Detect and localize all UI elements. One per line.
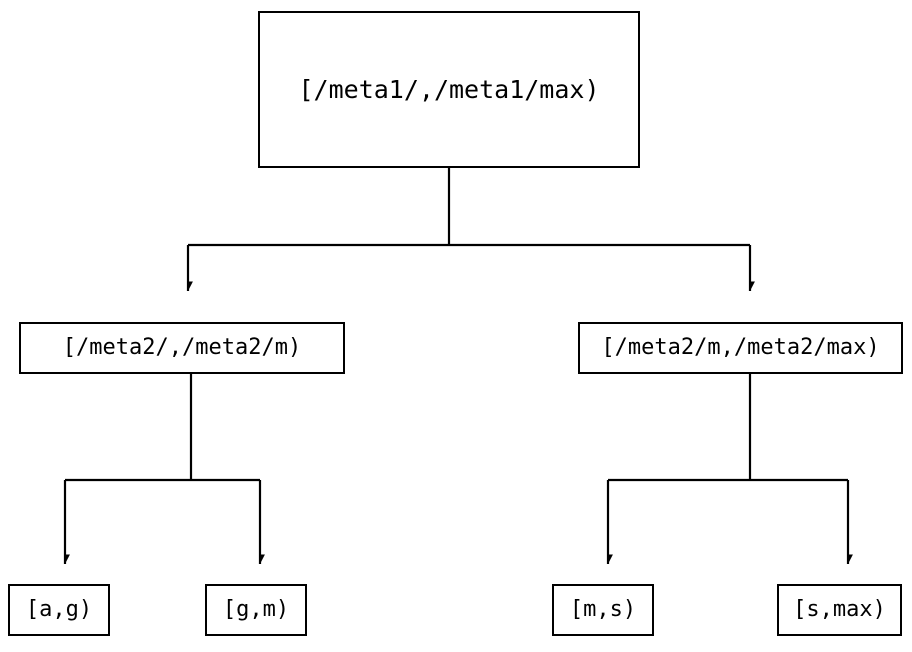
node-leaf-3-label: [m,s) <box>569 597 637 622</box>
node-leaf-1-label: [a,g) <box>25 597 93 622</box>
node-root[interactable]: [/meta1/,/meta1/max) <box>258 11 640 168</box>
node-mid-left[interactable]: [/meta2/,/meta2/m) <box>19 322 345 374</box>
node-leaf-3[interactable]: [m,s) <box>552 584 654 636</box>
node-leaf-2-label: [g,m) <box>222 597 290 622</box>
node-leaf-2[interactable]: [g,m) <box>205 584 307 636</box>
node-leaf-4[interactable]: [s,max) <box>777 584 902 636</box>
node-leaf-1[interactable]: [a,g) <box>8 584 110 636</box>
node-leaf-4-label: [s,max) <box>793 597 886 622</box>
node-mid-left-label: [/meta2/,/meta2/m) <box>62 335 302 360</box>
node-root-label: [/meta1/,/meta1/max) <box>298 75 600 104</box>
node-mid-right[interactable]: [/meta2/m,/meta2/max) <box>578 322 903 374</box>
node-mid-right-label: [/meta2/m,/meta2/max) <box>601 335 880 360</box>
